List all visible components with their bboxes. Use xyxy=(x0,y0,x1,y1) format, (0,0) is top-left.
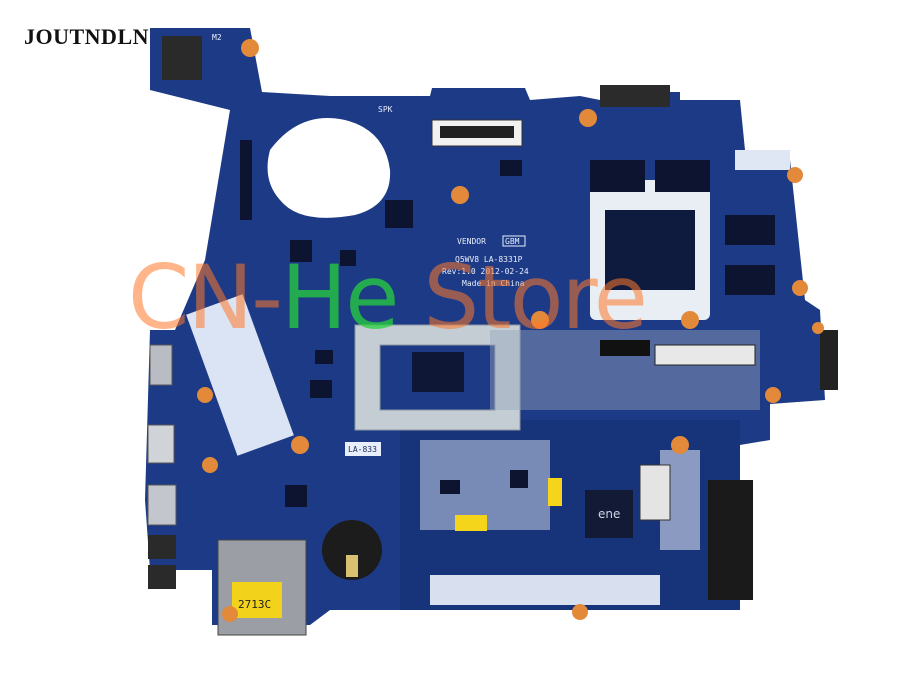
yellow-mark-2 xyxy=(548,478,562,506)
heatsink-bracket xyxy=(354,324,521,431)
brand-watermark: JOUTNDLN xyxy=(24,24,150,49)
cmos-battery-holder xyxy=(322,520,382,580)
board-cutout xyxy=(267,118,391,218)
fpc-slot xyxy=(440,126,514,138)
vram-chip-3 xyxy=(725,215,775,245)
usb-port-1 xyxy=(149,344,173,386)
board-label-box xyxy=(345,442,381,456)
socket-latch-2 xyxy=(654,344,756,366)
origin-label: Made in China xyxy=(462,279,525,288)
gpu-die xyxy=(605,210,695,290)
silk-strip xyxy=(186,294,294,456)
pch-chip xyxy=(412,352,464,392)
silk-zone-bottom xyxy=(430,575,660,605)
audio-jack-1 xyxy=(148,535,176,559)
vram-chip-1 xyxy=(590,160,645,192)
mounting-pads xyxy=(197,39,824,622)
audio-jack-2 xyxy=(148,565,176,589)
vendor-label: VENDOR xyxy=(457,237,486,246)
ene-chip-text: ene xyxy=(598,507,620,521)
mic-label: M2 xyxy=(212,33,222,42)
watermark-part-2: He xyxy=(281,246,399,349)
vendor-code: GBM xyxy=(505,237,520,246)
vram-chip-2 xyxy=(655,160,710,192)
vram-chip-4 xyxy=(725,265,775,295)
battery-connector xyxy=(600,85,670,107)
sata-connector xyxy=(708,480,753,600)
odd-connector xyxy=(820,330,838,390)
socket-latch-1 xyxy=(600,340,650,356)
model-code: Q5WV8 LA-8331P xyxy=(455,255,523,264)
cmos-battery-clip xyxy=(346,555,358,577)
board-label: LA-833 xyxy=(348,445,377,454)
sticker-text: 2713C xyxy=(238,598,271,611)
speaker-label: SPK xyxy=(378,105,393,114)
usb-port-2 xyxy=(147,484,177,526)
store-watermark: CN-He Store xyxy=(128,246,648,349)
small-components xyxy=(240,140,528,507)
revision-label: Rev:1.0 2012-02-24 xyxy=(442,267,529,276)
yellow-mark-1 xyxy=(455,515,487,531)
watermark-part-1: CN- xyxy=(128,246,283,349)
rj-jack xyxy=(162,36,202,80)
keyboard-connector xyxy=(639,464,671,521)
sticker xyxy=(232,582,282,618)
silk-zone-top-right xyxy=(735,150,790,170)
vendor-box xyxy=(502,235,526,247)
watermark-part-3: Store xyxy=(397,246,648,349)
ene-chip xyxy=(585,490,633,538)
hdmi-port xyxy=(147,424,175,464)
